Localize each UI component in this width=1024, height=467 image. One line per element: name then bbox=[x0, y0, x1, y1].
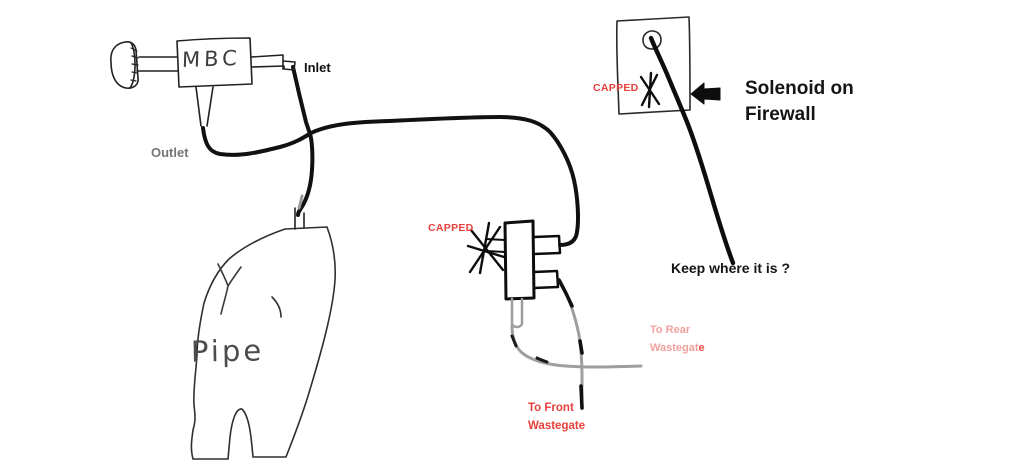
tee-body bbox=[503, 219, 536, 301]
outlet-hose bbox=[201, 115, 580, 247]
outlet-label: Outlet bbox=[151, 145, 189, 160]
front-wastegate-hose-dark-dashes bbox=[557, 278, 584, 410]
solenoid-drawing bbox=[615, 16, 736, 266]
solenoid-box bbox=[615, 16, 691, 115]
keep-where-note: Keep where it is ? bbox=[671, 260, 791, 276]
rear-wastegate-label: To Rear Wastegate bbox=[650, 321, 705, 357]
tee-bottom-right-stub bbox=[532, 269, 560, 290]
tee-capped-label: CAPPED bbox=[428, 222, 474, 234]
tee-bottom-stub bbox=[510, 297, 524, 329]
mbc-body-box bbox=[176, 37, 253, 88]
solenoid-hose bbox=[648, 35, 736, 266]
rear-wastegate-label-line2: Wastegate bbox=[650, 342, 705, 354]
solenoid-capped-label: CAPPED bbox=[593, 82, 639, 94]
tee-top-right-stub bbox=[532, 234, 562, 256]
tee-fitting bbox=[466, 219, 562, 329]
front-wastegate-label-line1: To Front bbox=[528, 402, 574, 414]
front-wastegate-label-line2: Wastegate bbox=[528, 420, 586, 432]
solenoid-title-line1: Solenoid on bbox=[745, 78, 854, 99]
left-block-arrow-icon bbox=[690, 82, 721, 105]
pipe-label: Pipe bbox=[190, 333, 265, 369]
rear-wastegate-hose-dark-dashes bbox=[510, 334, 549, 364]
pipe-y-mark bbox=[217, 263, 242, 315]
mbc-shaft bbox=[136, 56, 179, 72]
mbc-device bbox=[110, 37, 296, 127]
pipe-inner-bend-mark bbox=[271, 296, 282, 318]
rear-wastegate-label-accent-letter: e bbox=[698, 342, 705, 354]
pipe-outline bbox=[190, 226, 336, 460]
rear-wastegate-hose bbox=[510, 324, 643, 369]
mbc-knob-knurl-ticks bbox=[130, 47, 139, 82]
inlet-hose bbox=[291, 65, 315, 217]
mbc-knob bbox=[110, 41, 139, 89]
rear-wastegate-label-line1: To Rear bbox=[650, 324, 691, 336]
inlet-hose-gray-worn-spot bbox=[297, 194, 304, 210]
solenoid-port-circle bbox=[642, 30, 662, 50]
solenoid-title: Solenoid on Firewall bbox=[745, 76, 854, 128]
pipe-drawing bbox=[190, 207, 336, 460]
front-wastegate-label: To Front Wastegate bbox=[528, 399, 585, 435]
inlet-label: Inlet bbox=[304, 60, 331, 75]
capped-x-scribble bbox=[466, 221, 506, 275]
mbc-outlet-tube bbox=[195, 86, 214, 127]
mbc-inlet-fitting bbox=[251, 54, 296, 71]
solenoid-title-line2: Firewall bbox=[745, 104, 816, 125]
pipe-nipple bbox=[294, 207, 305, 230]
solenoid-x-mark bbox=[639, 71, 661, 109]
mbc-label: MBC bbox=[181, 45, 242, 73]
